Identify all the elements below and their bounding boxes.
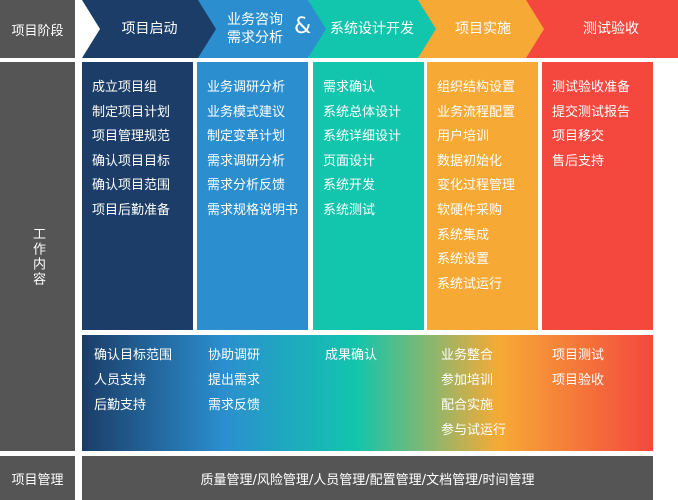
phase-label-2: 业务咨询需求分析 xyxy=(227,12,283,46)
support-item: 业务整合 xyxy=(441,348,494,363)
management-bar: 质量管理/风险管理/人员管理/配置管理/文档管理/时间管理 xyxy=(82,456,653,500)
work-item: 系统详细设计 xyxy=(323,129,402,145)
work-item: 需求分析反馈 xyxy=(207,178,286,194)
work-item: 系统设置 xyxy=(437,252,490,268)
support-item: 需求反馈 xyxy=(208,398,261,413)
work-item: 制定变革计划 xyxy=(207,129,286,145)
support-item: 配合实施 xyxy=(441,398,494,413)
work-column-1: 成立项目组制定项目计划项目管理规范确认项目目标确认项目范围项目后勤准备 xyxy=(82,62,193,330)
stage-row-label: 项目阶段 xyxy=(0,0,75,58)
work-item: 需求规格说明书 xyxy=(207,202,299,218)
work-item: 制定项目计划 xyxy=(92,104,171,120)
support-item: 人员支持 xyxy=(94,373,147,388)
work-item: 提交测试报告 xyxy=(552,104,631,120)
work-item: 数据初始化 xyxy=(437,153,503,169)
phase-label-1: 项目启动 xyxy=(121,21,178,37)
support-column-5: 项目测试项目验收 xyxy=(552,343,604,393)
work-column-3: 需求确认系统总体设计系统详细设计页面设计系统开发系统测试 xyxy=(313,62,424,330)
work-item: 系统集成 xyxy=(437,227,490,243)
support-item: 参加培训 xyxy=(441,373,494,388)
work-column-5: 测试验收准备提交测试报告项目移交售后支持 xyxy=(542,62,653,330)
phase-arrow-4 xyxy=(418,0,550,58)
work-item: 需求确认 xyxy=(323,80,376,95)
work-item: 系统开发 xyxy=(323,178,376,194)
work-item: 系统测试 xyxy=(323,202,376,218)
work-row-label-text: 工作内容 xyxy=(30,226,45,287)
phase-arrows: 项目启动 业务咨询需求分析& 系统设计开发 项目实施 测试验收 xyxy=(82,0,678,58)
support-column-1: 确认目标范围人员支持后勤支持 xyxy=(94,343,172,418)
phase-arrow-shapes xyxy=(82,0,678,58)
work-item: 组织结构设置 xyxy=(437,80,516,95)
work-item: 业务流程配置 xyxy=(437,104,516,120)
work-item: 软硬件采购 xyxy=(437,202,503,218)
support-band: 确认目标范围人员支持后勤支持协助调研提出需求需求反馈成果确认业务整合参加培训配合… xyxy=(82,335,653,451)
support-item: 后勤支持 xyxy=(94,398,147,413)
work-item: 系统试运行 xyxy=(437,276,503,292)
management-row-label: 项目管理 xyxy=(0,456,75,500)
support-column-2: 协助调研提出需求需求反馈 xyxy=(208,343,260,418)
work-column-2: 业务调研分析业务模式建议制定变革计划需求调研分析需求分析反馈需求规格说明书 xyxy=(197,62,308,330)
work-item: 确认项目目标 xyxy=(92,153,171,169)
phase-label-3: 系统设计开发 xyxy=(330,21,414,37)
work-item: 用户培训 xyxy=(437,129,490,145)
work-item: 售后支持 xyxy=(552,153,605,169)
work-row-label: 工作内容 xyxy=(0,62,75,451)
support-item: 项目测试 xyxy=(552,348,605,363)
work-item: 成立项目组 xyxy=(92,80,158,95)
support-item: 成果确认 xyxy=(325,348,378,363)
phase-label-5: 测试验收 xyxy=(583,21,639,37)
work-item: 变化过程管理 xyxy=(437,178,516,194)
management-row-label-text: 项目管理 xyxy=(11,472,64,488)
stage-row-label-text: 项目阶段 xyxy=(11,23,64,39)
support-column-3: 成果确认 xyxy=(325,343,377,368)
work-item: 系统总体设计 xyxy=(323,104,402,120)
work-item: 确认项目范围 xyxy=(92,178,171,194)
support-item: 确认目标范围 xyxy=(94,348,173,363)
phase-arrow-3 xyxy=(308,0,438,58)
management-text: 质量管理/风险管理/人员管理/配置管理/文档管理/时间管理 xyxy=(200,472,535,488)
work-item: 项目后勤准备 xyxy=(92,202,171,218)
phase-arrow-1 xyxy=(82,0,219,58)
work-item: 项目管理规范 xyxy=(92,129,171,145)
phase-arrow-5 xyxy=(526,0,678,58)
work-item: 需求调研分析 xyxy=(207,153,286,169)
work-column-4: 组织结构设置业务流程配置用户培训数据初始化变化过程管理软硬件采购系统集成系统设置… xyxy=(427,62,538,330)
support-column-4: 业务整合参加培训配合实施参与试运行 xyxy=(441,343,506,443)
phase-arrow-2 xyxy=(198,0,328,58)
work-item: 页面设计 xyxy=(323,153,376,169)
work-item: 项目移交 xyxy=(552,129,605,145)
phase-ampersand: & xyxy=(294,14,312,39)
support-item: 协助调研 xyxy=(208,348,261,363)
support-item: 提出需求 xyxy=(208,373,261,388)
work-item: 测试验收准备 xyxy=(552,80,631,95)
support-item: 项目验收 xyxy=(552,373,605,388)
support-item: 参与试运行 xyxy=(441,423,507,438)
work-item: 业务模式建议 xyxy=(207,104,286,120)
phase-label-4: 项目实施 xyxy=(455,21,511,37)
work-item: 业务调研分析 xyxy=(207,80,286,95)
